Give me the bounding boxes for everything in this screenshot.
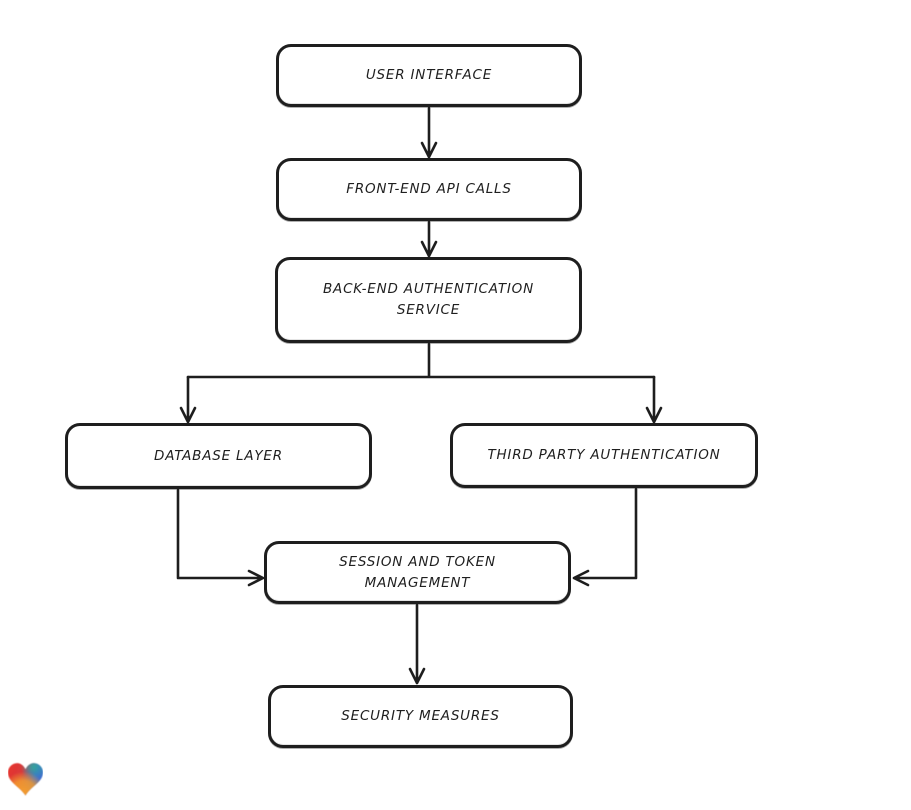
node-session-and-token-management: SESSION AND TOKEN MANAGEMENT (264, 541, 571, 604)
node-third-party-authentication-label: THIRD PARTY AUTHENTICATION (487, 447, 721, 464)
node-security-measures: SECURITY MEASURES (268, 685, 573, 748)
node-user-interface: USER INTERFACE (276, 44, 582, 107)
edge-session-to-security (408, 603, 426, 685)
node-front-end-api-calls: FRONT-END API CALLS (276, 158, 582, 221)
heart-logo (8, 763, 43, 796)
node-back-end-authentication-service: BACK-END AUTHENTICATION SERVICE (275, 257, 582, 343)
node-third-party-authentication: THIRD PARTY AUTHENTICATION (450, 423, 758, 488)
node-back-end-authentication-service-label: BACK-END AUTHENTICATION SERVICE (322, 281, 534, 318)
node-database-layer: DATABASE LAYER (65, 423, 372, 489)
node-database-layer-label: DATABASE LAYER (154, 447, 283, 464)
node-security-measures-label: SECURITY MEASURES (341, 708, 500, 725)
edge-database-to-session (176, 488, 265, 587)
edge-third-party-to-session (572, 487, 638, 587)
edge-branch-to-database-layer (179, 375, 197, 424)
edge-branch-to-third-party (645, 375, 663, 424)
node-session-and-token-management-label: SESSION AND TOKEN MANAGEMENT (339, 553, 496, 591)
edge-front-end-to-back-end (420, 220, 438, 258)
node-front-end-api-calls-label: FRONT-END API CALLS (346, 181, 512, 198)
edge-user-interface-to-front-end (420, 106, 438, 159)
edge-back-end-branch (186, 342, 656, 379)
node-user-interface-label: USER INTERFACE (365, 67, 493, 84)
